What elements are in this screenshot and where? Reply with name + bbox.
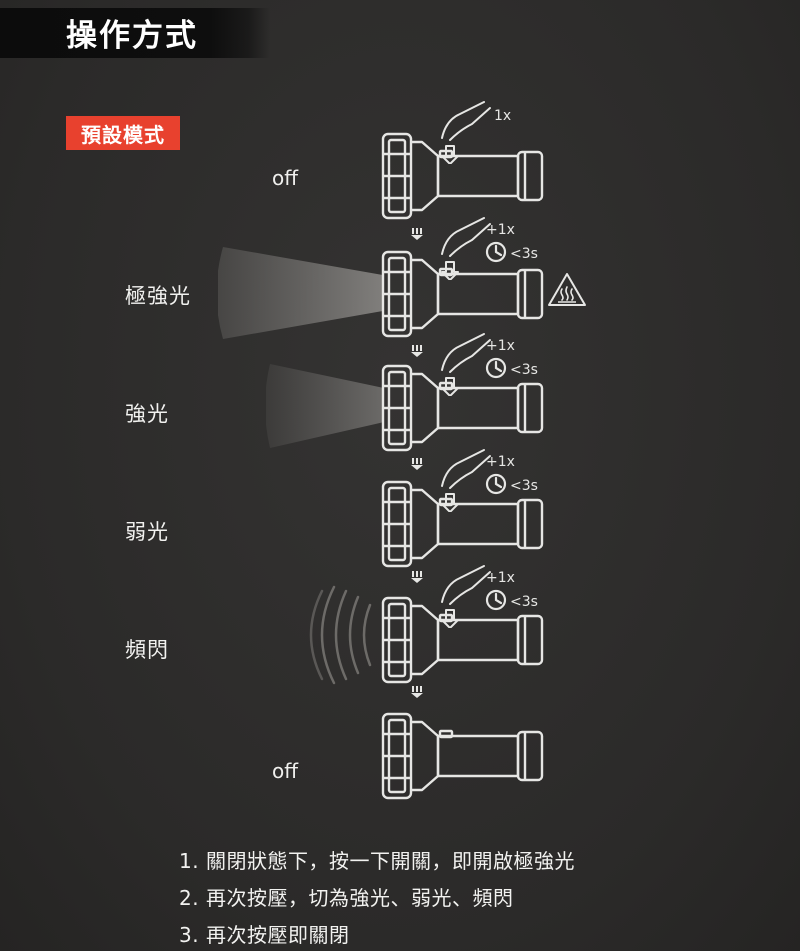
page-title: 操作方式 [66,18,198,54]
press-count-label: 1x [494,108,511,124]
hand-press-icon: 1x [441,101,511,164]
timer-label: <3s [510,594,538,610]
timer-label: <3s [510,362,538,378]
beam-turbo [218,247,383,339]
press-count-label: +1x [486,454,515,470]
state-off-top: off [272,166,299,190]
hand-press-icon: +1x <3s [441,565,538,628]
mode-label-strobe: 頻閃 [125,638,169,662]
hand-press-icon: +1x <3s [441,217,538,280]
instruction-2: 2. 再次按壓，切為強光、弱光、頻閃 [179,886,514,910]
press-count-label: +1x [486,338,515,354]
flashlight-icon [381,712,544,800]
timer-label: <3s [510,246,538,262]
title-bar [0,8,270,58]
strobe-waves [309,585,372,685]
mode-label-high: 強光 [125,402,169,426]
down-arrow-icon [411,458,423,470]
clock-icon [485,589,507,611]
mode-badge: 預設模式 [66,116,180,150]
down-arrow-icon [411,345,423,357]
press-count-label: +1x [486,222,515,238]
down-arrow-icon [411,686,423,698]
mode-label-low: 弱光 [125,520,169,544]
down-arrow-icon [411,228,423,240]
mode-label-turbo: 極強光 [125,284,191,308]
state-off-bottom: off [272,759,299,783]
instruction-1: 1. 關閉狀態下，按一下開關，即開啟極強光 [179,849,575,873]
beam-high [266,364,384,448]
clock-icon [485,241,507,263]
hand-press-icon: +1x <3s [441,449,538,512]
clock-icon [485,357,507,379]
clock-icon [485,473,507,495]
down-arrow-icon [411,571,423,583]
timer-label: <3s [510,478,538,494]
press-count-label: +1x [486,570,515,586]
hot-warning-icon [548,273,586,306]
hand-press-icon: +1x <3s [441,333,538,396]
instruction-3: 3. 再次按壓即關閉 [179,923,350,947]
